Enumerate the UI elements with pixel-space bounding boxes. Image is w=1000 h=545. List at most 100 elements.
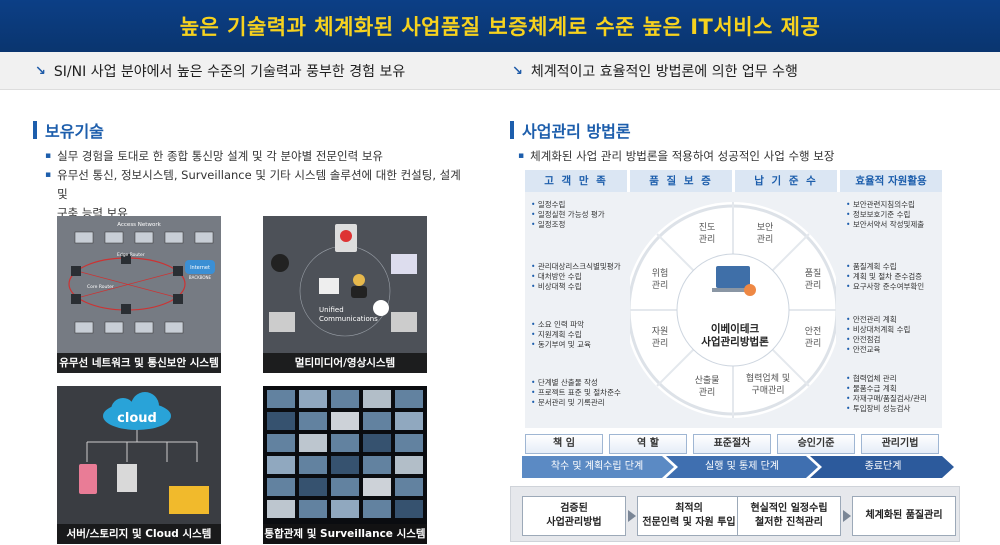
subtitle-left-text: SI/NI 사업 분야에서 높은 수준의 기술력과 풍부한 경험 보유: [53, 64, 406, 80]
bullet-text: 유무선 통신, 정보시스템, Surveillance 및 기타 시스템 솔루션…: [57, 168, 461, 201]
list-item: 대처방안 수립: [531, 272, 621, 282]
arrow-icon: ↘: [512, 63, 523, 79]
unified-communications-diagram: Unified Communications: [263, 216, 427, 353]
list-item: 물품수급 계획: [846, 384, 927, 394]
list-item: 자재구매/품질검사/관리: [846, 394, 927, 404]
subtitle-right: ↘ 체계적이고 효율적인 방법론에 의한 업무 수행: [512, 61, 798, 81]
svg-text:Unified: Unified: [319, 306, 344, 314]
phase-arrows: [522, 456, 954, 478]
svg-text:BACKBONE: BACKBONE: [189, 275, 212, 280]
list-item: 비상대처계획 수립: [846, 325, 911, 335]
segment-resources: 자원 관리: [651, 327, 669, 349]
list-item: 보안관련지침의수립: [846, 200, 924, 210]
image-caption: 멀티미디어/영상시스템: [263, 353, 427, 373]
list-risk: 관리대상리스크식별및평가 대처방안 수립 비상대책 수립: [531, 262, 621, 292]
outcome-verified: 검증된 사업관리방법: [522, 496, 626, 536]
svg-text:cloud: cloud: [117, 411, 157, 426]
title-bar-mark: [33, 121, 37, 139]
methodology-bullets: ▪체계화된 사업 관리 방법론을 적용하여 성공적인 사업 수행 보장: [518, 147, 958, 166]
list-item: 안전교육: [846, 345, 910, 355]
svg-text:Core Router: Core Router: [87, 284, 114, 290]
segment-quality: 품질 관리: [804, 269, 822, 291]
top-banner: 높은 기술력과 체계화된 사업품질 보증체계로 수준 높은 IT서비스 제공: [0, 0, 1000, 52]
network-image: Access Network Edge Router Core Router I…: [57, 216, 221, 373]
svg-text:Communications: Communications: [319, 315, 378, 323]
bullet-item: ▪유무선 통신, 정보시스템, Surveillance 및 기타 시스템 솔루…: [45, 166, 475, 204]
list-item: 지원계획 수립: [531, 330, 591, 340]
list-item: 일정조정: [531, 220, 605, 230]
subtitle-bar: ↘ SI/NI 사업 분야에서 높은 수준의 기술력과 풍부한 경험 보유 ↘ …: [0, 52, 1000, 90]
list-item: 관리대상리스크식별및평가: [531, 262, 621, 272]
image-caption: 유무선 네트워크 및 통신보안 시스템: [57, 353, 221, 373]
list-security: 보안관련지침의수립 정보보호기준 수립 보안서약서 작성및제출: [846, 200, 924, 230]
section-title-methodology: 사업관리 방법론: [510, 118, 631, 142]
tag-technique: 관리기법: [861, 434, 939, 454]
phase-execute: 실행 및 통제 단계: [705, 461, 779, 472]
segment-progress: 진도 관리: [698, 223, 716, 245]
phase-start: 착수 및 계획수립 단계: [550, 461, 644, 472]
head-quality: 품 질 보 증: [630, 170, 732, 192]
image-caption: 통합관제 및 Surveillance 시스템: [263, 524, 427, 544]
cloud-image: cloud 서버/스토리지 및 Cloud 시스템: [57, 386, 221, 544]
list-item: 보안서약서 작성및제출: [846, 220, 924, 230]
tag-responsibility: 책 임: [525, 434, 603, 454]
list-resources: 소요 인력 파악 지원계획 수립 동기부여 및 교육: [531, 320, 591, 350]
list-item: 정보보호기준 수립: [846, 210, 924, 220]
tag-approval: 승인기준: [777, 434, 855, 454]
wheel-center-label: 이베이테크 사업관리방법론: [695, 323, 775, 349]
list-item: 계획 및 절차 준수검증: [846, 272, 924, 282]
list-schedule: 일정수립 일정실현 가능성 평가 일정조정: [531, 200, 605, 230]
surveillance-image: 통합관제 및 Surveillance 시스템: [263, 386, 427, 544]
list-item: 안전관리 계획: [846, 315, 910, 325]
section-title-tech: 보유기술: [33, 118, 104, 142]
svg-text:Edge Router: Edge Router: [117, 252, 145, 258]
methodology-wheel: [630, 202, 836, 418]
bullet-text: 실무 경험을 토대로 한 종합 통신망 설계 및 각 분야별 전문인력 보유: [57, 149, 383, 163]
center-methodology: 사업관리방법론: [701, 336, 769, 348]
subtitle-left: ↘ SI/NI 사업 분야에서 높은 수준의 기술력과 풍부한 경험 보유: [35, 61, 405, 81]
list-item: 문서관리 및 기록관리: [531, 398, 621, 408]
list-item: 안전점검: [846, 335, 910, 345]
list-item: 동기부여 및 교육: [531, 340, 591, 350]
video-wall-picture: [263, 386, 427, 524]
list-item: 요구사항 준수여부확인: [846, 282, 924, 292]
cloud-diagram: cloud: [57, 386, 221, 524]
segment-safety: 안전 관리: [804, 327, 822, 349]
outcome-schedule: 현실적인 일정수립 철저한 진척관리: [737, 496, 841, 536]
tech-bullets: ▪실무 경험을 토대로 한 종합 통신망 설계 및 각 분야별 전문인력 보유 …: [45, 147, 475, 223]
title-bar-mark: [510, 121, 514, 139]
tag-standard: 표준절차: [693, 434, 771, 454]
list-deliverables: 단계별 산출물 작성 프로젝트 표준 및 절차준수 문서관리 및 기록관리: [531, 378, 621, 408]
list-quality: 품질계획 수립 계획 및 절차 준수검증 요구사항 준수여부확인: [846, 262, 924, 292]
segment-security: 보안 관리: [756, 223, 774, 245]
arrow-icon: ↘: [35, 63, 46, 79]
list-item: 협력업체 관리: [846, 374, 927, 384]
head-customer: 고 객 만 족: [525, 170, 627, 192]
list-item: 일정실현 가능성 평가: [531, 210, 605, 220]
phase-close: 종료단계: [864, 461, 902, 472]
list-item: 투입장비 성능검사: [846, 404, 927, 414]
list-partners: 협력업체 관리 물품수급 계획 자재구매/품질검사/관리 투입장비 성능검사: [846, 374, 927, 414]
network-diagram: Access Network Edge Router Core Router I…: [57, 216, 221, 353]
segment-risk: 위험 관리: [651, 269, 669, 291]
multimedia-image: Unified Communications 멀티미디어/영상시스템: [263, 216, 427, 373]
banner-title: 높은 기술력과 체계화된 사업품질 보증체계로 수준 높은 IT서비스 제공: [179, 15, 821, 39]
head-resource: 효율적 자원활용: [840, 170, 942, 192]
bullet-text: 체계화된 사업 관리 방법론을 적용하여 성공적인 사업 수행 보장: [530, 149, 835, 163]
section-title-methodology-text: 사업관리 방법론: [522, 122, 631, 141]
list-item: 소요 인력 파악: [531, 320, 591, 330]
list-item: 품질계획 수립: [846, 262, 924, 272]
list-safety: 안전관리 계획 비상대처계획 수립 안전점검 안전교육: [846, 315, 911, 355]
tag-role: 역 할: [609, 434, 687, 454]
list-item: 프로젝트 표준 및 절차준수: [531, 388, 621, 398]
image-caption: 서버/스토리지 및 Cloud 시스템: [57, 524, 221, 544]
arrow-right-icon: [843, 510, 851, 522]
section-title-tech-text: 보유기술: [45, 122, 104, 141]
outcome-quality: 체계화된 품질관리: [852, 496, 956, 536]
segment-purchasing: 협력업체 및 구매관리: [745, 374, 791, 396]
bullet-item: ▪체계화된 사업 관리 방법론을 적용하여 성공적인 사업 수행 보장: [518, 147, 958, 166]
list-item: 단계별 산출물 작성: [531, 378, 621, 388]
subtitle-right-text: 체계적이고 효율적인 방법론에 의한 업무 수행: [530, 64, 798, 80]
svg-text:Internet: Internet: [190, 265, 210, 271]
list-item: 일정수립: [531, 200, 605, 210]
